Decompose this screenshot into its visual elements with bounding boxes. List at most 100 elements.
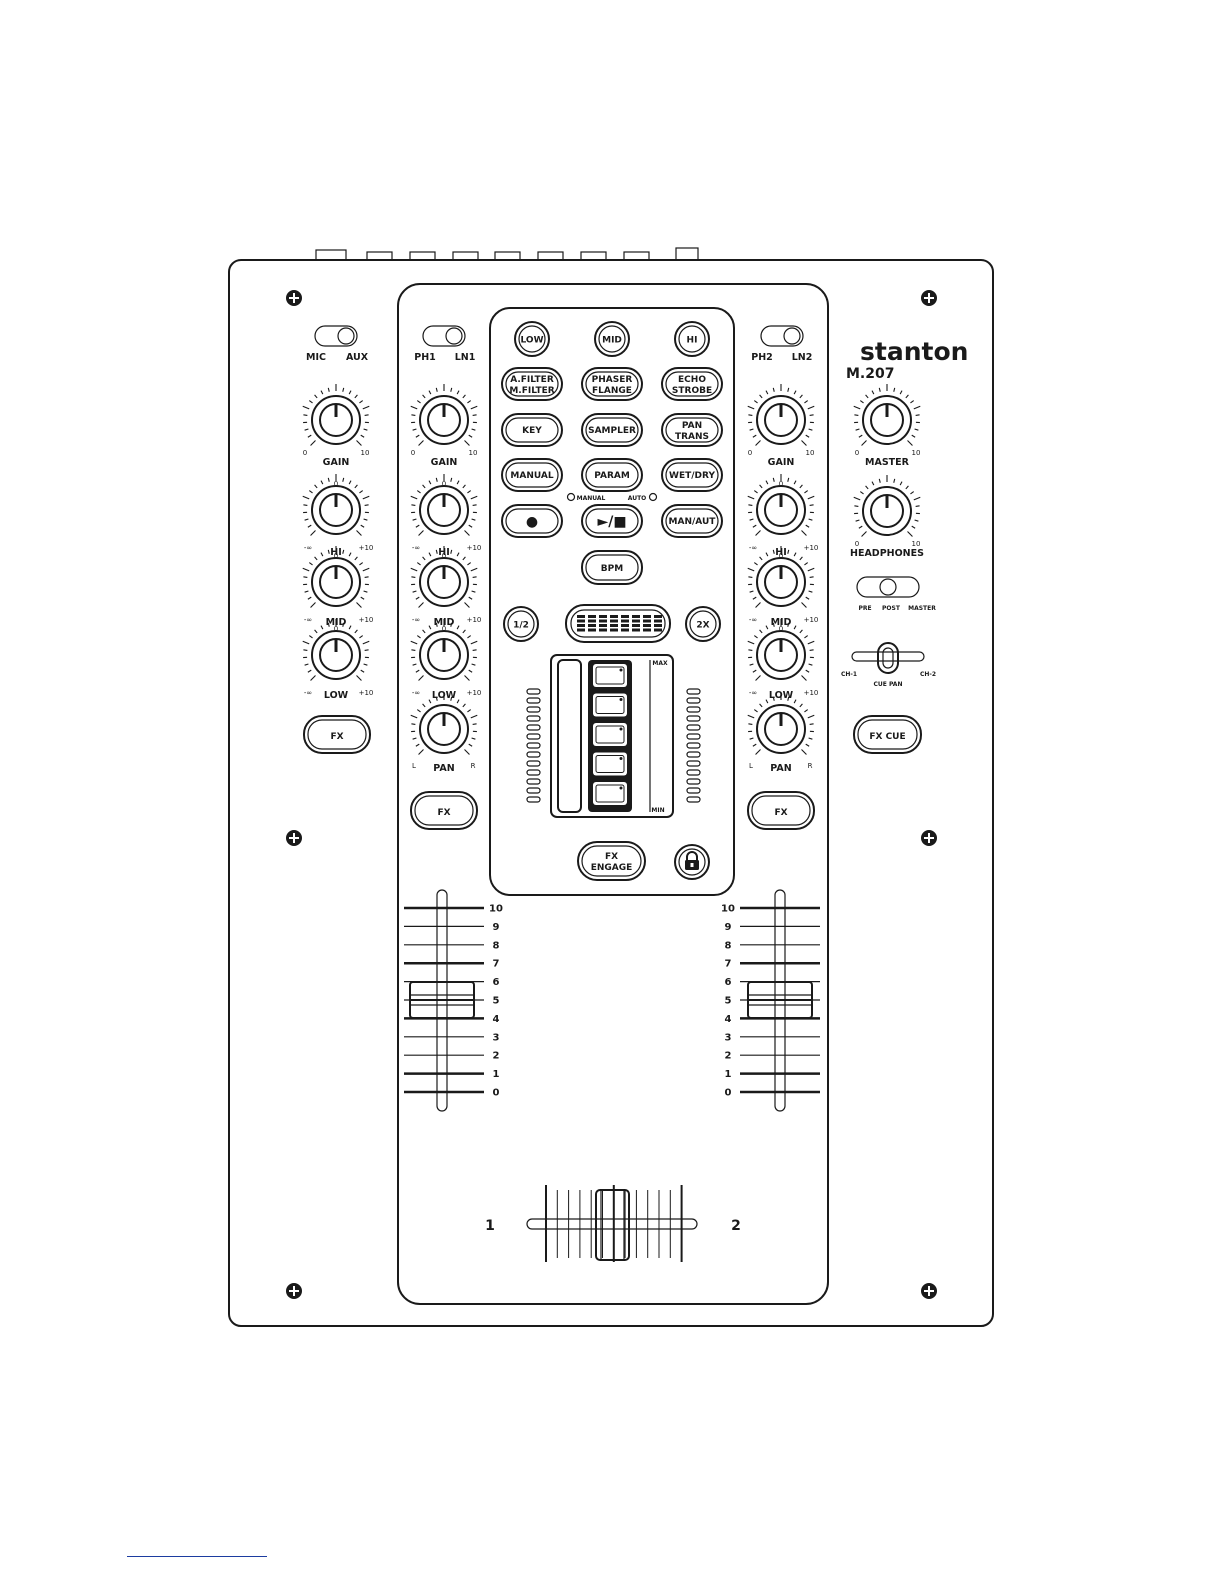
effect-pan-button[interactable]: PAN TRANS <box>661 413 723 447</box>
ch2-gain-label: GAIN <box>768 457 795 468</box>
cue-pan-label: CUE PAN <box>874 681 903 688</box>
ch2-pan-knob[interactable] <box>747 693 815 755</box>
ch1-gain-label: GAIN <box>431 457 458 468</box>
fx-cue-button[interactable]: FX CUE <box>853 715 922 754</box>
band-mid-button[interactable]: MID <box>594 321 630 357</box>
ch1-hi-min: -∞ <box>412 544 420 552</box>
ch1-mid-center: 0 <box>442 552 446 560</box>
svg-text:2X: 2X <box>696 621 709 631</box>
lock-icon <box>685 851 699 870</box>
svg-text:M.FILTER: M.FILTER <box>509 386 554 396</box>
mic-gain-label: GAIN <box>323 457 350 468</box>
band-low-button[interactable]: LOW <box>514 321 550 357</box>
brand-name: stanton <box>860 337 968 366</box>
ch2-low-max: +10 <box>804 689 819 697</box>
mic-low-knob[interactable] <box>302 619 370 681</box>
ch1-hi-knob[interactable] <box>410 474 478 536</box>
cue-pan-slider[interactable] <box>851 642 925 674</box>
ch1-gain-knob[interactable] <box>410 384 478 446</box>
double-tempo-button[interactable]: 2X <box>685 606 721 642</box>
fader-scale-label: 4 <box>493 1014 500 1025</box>
master-min: 0 <box>855 449 859 457</box>
ch1-low-knob[interactable] <box>410 619 478 681</box>
ch2-volume-fader[interactable] <box>747 889 813 1112</box>
mic-hi-center: 0 <box>334 480 338 488</box>
mic-hi-knob[interactable] <box>302 474 370 536</box>
ch1-pan-knob[interactable] <box>410 693 478 755</box>
ch1-pan-label: PAN <box>433 763 454 774</box>
mic-low-max: +10 <box>359 689 374 697</box>
svg-text:SAMPLER: SAMPLER <box>588 426 636 436</box>
brand-model: M.207 <box>846 366 894 382</box>
ch1-pan-right: R <box>471 762 476 770</box>
svg-text:STROBE: STROBE <box>672 386 712 396</box>
ch2-input-switch[interactable] <box>760 325 804 347</box>
svg-text:ENGAGE: ENGAGE <box>591 863 633 873</box>
ch1-ln1-label: LN1 <box>455 352 476 363</box>
play-stop-button[interactable]: ►/■ <box>581 504 643 538</box>
half-tempo-button[interactable]: 1/2 <box>503 606 539 642</box>
mic-hi-max: +10 <box>359 544 374 552</box>
lock-button[interactable] <box>674 844 710 880</box>
record-button[interactable]: ● <box>501 504 563 538</box>
fader-scale-label: 5 <box>493 996 500 1007</box>
fader-scale-label: 9 <box>725 922 732 933</box>
svg-text:FX: FX <box>605 852 618 862</box>
bpm-button[interactable]: BPM <box>581 550 643 585</box>
screw-icon <box>286 1283 302 1299</box>
cue-source-switch[interactable] <box>856 576 920 598</box>
headphones-knob[interactable] <box>853 475 921 537</box>
ch2-gain-min: 0 <box>748 449 752 457</box>
ch2-hi-min: -∞ <box>749 544 757 552</box>
effect-a-filter-button[interactable]: A.FILTER M.FILTER <box>501 367 563 401</box>
ch2-hi-knob[interactable] <box>747 474 815 536</box>
svg-text:PARAM: PARAM <box>594 471 630 481</box>
screw-icon <box>286 830 302 846</box>
svg-text:FX: FX <box>437 808 450 818</box>
master-max: 10 <box>912 449 921 457</box>
svg-text:LOW: LOW <box>521 336 544 346</box>
cue-pre-label: PRE <box>858 605 871 612</box>
ch2-fx-button[interactable]: FX <box>747 791 815 830</box>
mic-aux-switch[interactable] <box>314 325 358 347</box>
fx-touch-strip[interactable] <box>550 654 674 818</box>
fader-scale-label: 9 <box>493 922 500 933</box>
effect-echo-button[interactable]: ECHO STROBE <box>661 367 723 401</box>
fader-scale-label: 0 <box>493 1088 500 1099</box>
effect-param-button[interactable]: PARAM <box>581 458 643 492</box>
ch2-low-knob[interactable] <box>747 619 815 681</box>
svg-text:FX: FX <box>774 808 787 818</box>
effect-wet-dry-button[interactable]: WET/DRY <box>661 458 723 492</box>
fx-engage-button[interactable]: FX ENGAGE <box>577 841 646 881</box>
ch2-mid-knob[interactable] <box>747 546 815 608</box>
effect-phaser-button[interactable]: PHASER FLANGE <box>581 367 643 401</box>
ch1-hi-max: +10 <box>467 544 482 552</box>
ch1-volume-fader[interactable] <box>409 889 475 1112</box>
mic-mid-knob[interactable] <box>302 546 370 608</box>
ch2-mid-center: 0 <box>779 552 783 560</box>
band-hi-button[interactable]: HI <box>674 321 710 357</box>
effect-manual-button[interactable]: MANUAL <box>501 458 563 492</box>
ch2-gain-knob[interactable] <box>747 384 815 446</box>
effect-sampler-button[interactable]: SAMPLER <box>581 413 643 447</box>
fader-scale-label: 4 <box>725 1014 732 1025</box>
fader-scale-label: 8 <box>493 940 500 951</box>
mic-gain-knob[interactable] <box>302 384 370 446</box>
ch1-input-switch[interactable] <box>422 325 466 347</box>
svg-text:ECHO: ECHO <box>678 375 706 385</box>
ch1-fx-button[interactable]: FX <box>410 791 478 830</box>
mic-hi-min: -∞ <box>304 544 312 552</box>
master-knob[interactable] <box>853 384 921 446</box>
ch2-pan-label: PAN <box>770 763 791 774</box>
crossfader[interactable] <box>526 1185 698 1262</box>
ch2-mid-max: +10 <box>804 616 819 624</box>
svg-text:FX: FX <box>330 732 343 742</box>
ch1-hi-center: 0 <box>442 480 446 488</box>
man-aut-button[interactable]: MAN/AUT <box>661 504 723 538</box>
mic-fx-button[interactable]: FX <box>303 715 371 754</box>
ch2-ph2-label: PH2 <box>751 352 773 363</box>
ch1-mid-knob[interactable] <box>410 546 478 608</box>
effect-key-button[interactable]: KEY <box>501 413 563 447</box>
manual-indicator-label: MANUAL <box>577 495 606 502</box>
